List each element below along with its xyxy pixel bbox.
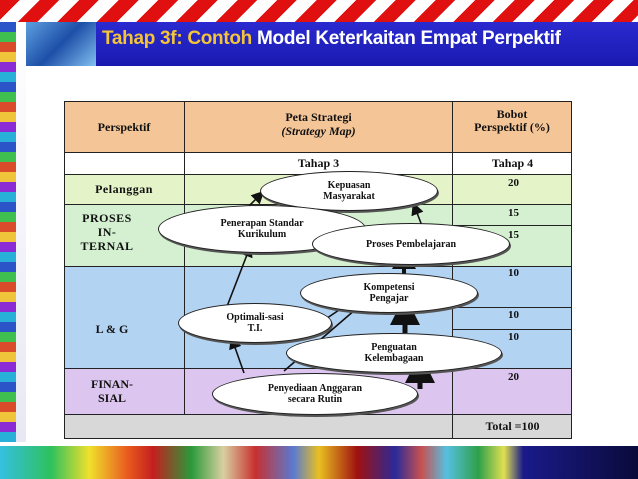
label-proses-internal: PROSES IN-TERNAL [80, 211, 134, 253]
col-divider-1 [184, 101, 185, 415]
node-penyediaan-anggaran: Penyediaan Anggaran secara Rutin [212, 373, 418, 415]
slide-title: Tahap 3f: Contoh Model Keterkaitan Empat… [102, 28, 561, 50]
title-rest: Model Keterkaitan Empat Perpektif [256, 28, 561, 49]
weight-divider-a [452, 225, 572, 226]
strategy-map-diagram: Perspektif Peta Strategi (Strategy Map) … [64, 101, 572, 439]
weight-lg-1: 10 [508, 267, 519, 279]
title-highlight: Tahap 3f: Contoh [102, 28, 252, 49]
weight-finansial: 20 [508, 371, 519, 383]
arrow-penyediaan-to-optimalisasi [229, 335, 245, 374]
node-penguatan-kelembagaan: Penguatan Kelembagaan [286, 333, 502, 373]
label-finansial: FINAN-SIAL [91, 377, 133, 405]
node-kepuasan-masyarakat: Kepuasan Masyarakat [260, 171, 438, 211]
header-strategy-map: (Strategy Map) [281, 124, 356, 138]
row-total [64, 415, 572, 439]
header-peta-strategi: Peta Strategi [285, 110, 352, 124]
total-weight: Total =100 [485, 419, 540, 433]
header-bobot: Bobot Perspektif (%) [474, 107, 550, 134]
title-bar: Tahap 3f: Contoh Model Keterkaitan Empat… [26, 22, 638, 66]
weight-proses-2: 15 [508, 229, 519, 241]
weight-lg-2: 10 [508, 309, 519, 321]
node-optimalisasi-ti: Optimali-sasi T.I. [178, 303, 332, 343]
stage-3-label: Tahap 3 [297, 156, 340, 170]
arrow-optimalisasi-to-penerapan [225, 244, 253, 310]
label-pelanggan: Pelanggan [95, 182, 153, 196]
left-color-bar [0, 22, 16, 442]
weight-lg-3: 10 [508, 331, 519, 343]
label-lg: L & G [95, 322, 129, 336]
weight-pelanggan: 20 [508, 177, 519, 189]
col-divider-2 [452, 101, 453, 439]
weight-proses-1: 15 [508, 207, 519, 219]
logo-image [26, 22, 96, 66]
weight-divider-c [452, 329, 572, 330]
weight-divider-b [452, 307, 572, 308]
left-margin [16, 22, 26, 442]
stage-4-label: Tahap 4 [491, 156, 534, 170]
top-stripe-decoration [0, 0, 638, 22]
node-proses-pembelajaran: Proses Pembelajaran [312, 223, 510, 265]
table-header-row [64, 101, 572, 153]
bottom-color-strip [0, 446, 638, 479]
header-perspektif: Perspektif [97, 120, 151, 134]
node-kompetensi-pengajar: Kompetensi Pengajar [300, 273, 478, 313]
